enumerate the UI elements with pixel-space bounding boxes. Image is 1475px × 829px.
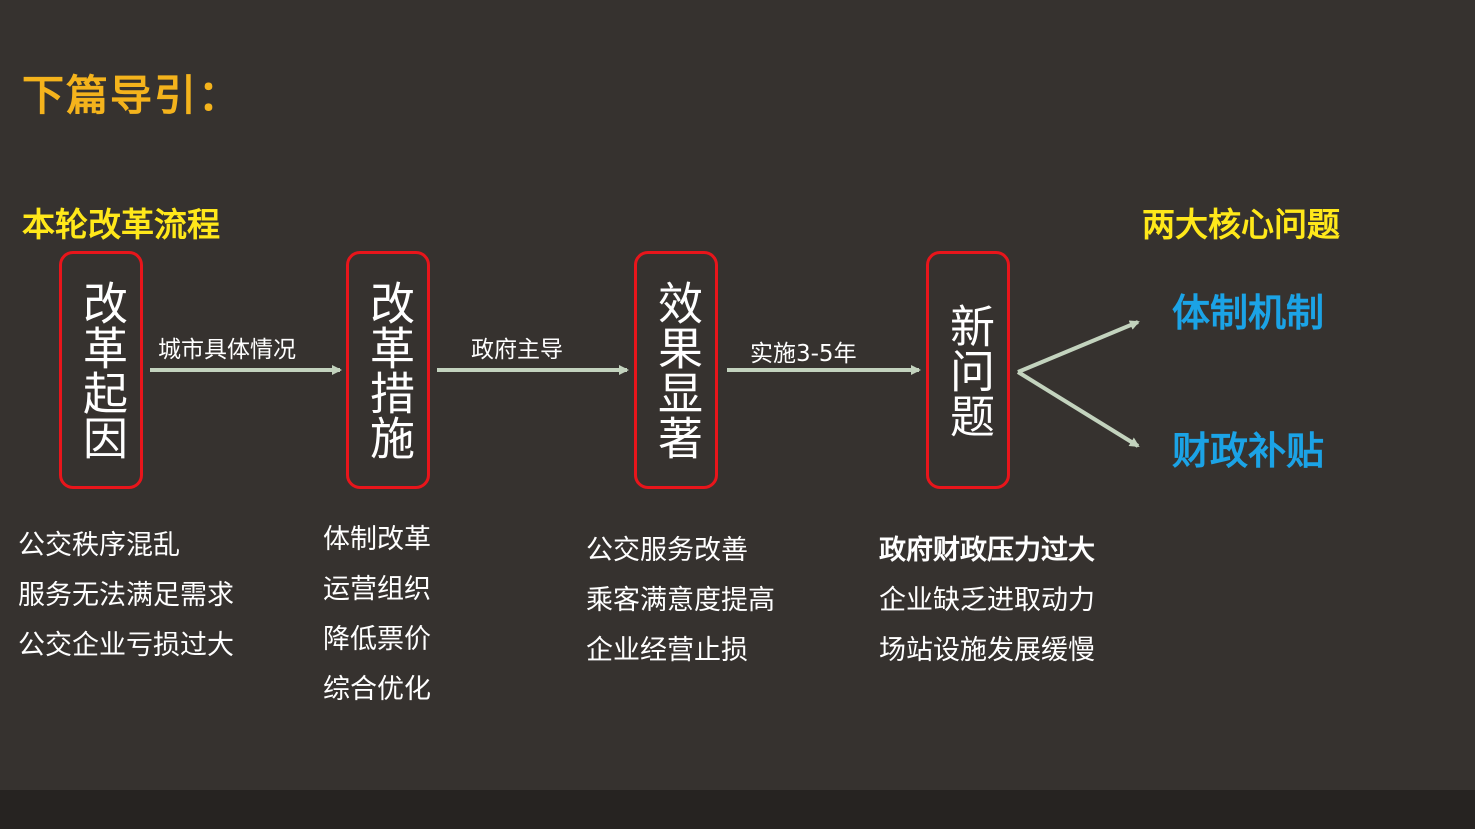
list-item: 运营组织 <box>323 574 431 605</box>
arrow-label-2: 政府主导 <box>471 337 563 363</box>
stage-name: 改革措施 <box>362 280 415 460</box>
problems-label: 两大核心问题 <box>1142 205 1340 244</box>
list-item: 乘客满意度提高 <box>586 585 775 616</box>
stage-box-new-problems: 新问题 <box>926 251 1010 489</box>
stage-box-measures: 改革措施 <box>346 251 430 489</box>
list-item: 场站设施发展缓慢 <box>879 635 1095 666</box>
list-item: 综合优化 <box>323 674 431 705</box>
flow-label: 本轮改革流程 <box>22 205 220 244</box>
arrow-label-1: 城市具体情况 <box>158 337 296 363</box>
list-item: 降低票价 <box>323 624 431 655</box>
list-item: 公交服务改善 <box>586 535 748 566</box>
effects-list: 公交服务改善 乘客满意度提高 企业经营止损 <box>586 526 775 676</box>
stage-box-cause: 改革起因 <box>59 251 143 489</box>
cause-list: 公交秩序混乱 服务无法满足需求 公交企业亏损过大 <box>18 521 234 671</box>
list-item: 企业缺乏进取动力 <box>879 585 1095 616</box>
stage-box-effects: 效果显著 <box>634 251 718 489</box>
slide: 下篇导引： 本轮改革流程 两大核心问题 改革起因 改革措施 效果显著 新问题 城… <box>0 0 1475 790</box>
flow-arrows <box>150 320 1140 448</box>
arrow-branch-up <box>1017 320 1140 374</box>
list-item: 企业经营止损 <box>586 635 748 666</box>
list-item: 体制改革 <box>323 524 431 555</box>
measures-list: 体制改革 运营组织 降低票价 综合优化 <box>323 515 431 715</box>
new-problems-list: 政府财政压力过大 企业缺乏进取动力 场站设施发展缓慢 <box>879 526 1095 676</box>
list-item: 公交秩序混乱 <box>18 530 180 561</box>
list-item: 服务无法满足需求 <box>18 580 234 611</box>
problem-subsidy: 财政补贴 <box>1172 429 1325 473</box>
list-item: 公交企业亏损过大 <box>18 630 234 661</box>
stage-name: 效果显著 <box>650 280 703 460</box>
arrow-branch-down <box>1016 370 1140 448</box>
page-title: 下篇导引： <box>22 71 243 120</box>
list-item: 政府财政压力过大 <box>879 535 1095 566</box>
stage-name: 改革起因 <box>75 280 128 460</box>
problem-institution: 体制机制 <box>1172 291 1325 335</box>
stage-name: 新问题 <box>942 302 995 438</box>
footer-bar <box>0 790 1475 829</box>
arrow-label-3: 实施3-5年 <box>750 341 857 367</box>
